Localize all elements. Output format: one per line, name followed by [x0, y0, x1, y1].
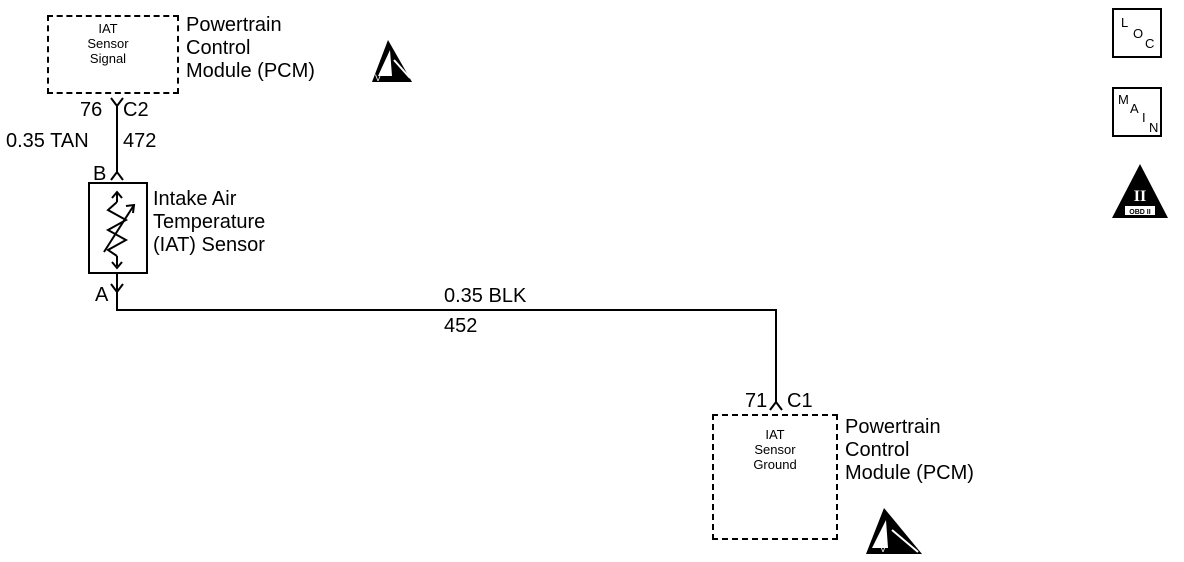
connector-c2-label: C2: [123, 99, 149, 121]
sensor-pin-b: B: [93, 163, 107, 185]
pcm-top-label-line-1: Powertrain: [186, 14, 282, 36]
main-letter-a: A: [1130, 101, 1139, 116]
iat-sensor-label: Intake Air Temperature (IAT) Sensor: [153, 188, 265, 257]
ground-wire: [116, 292, 777, 402]
thermistor-symbol: [103, 190, 136, 270]
ground-wire-gauge-color: 0.35 BLK: [444, 285, 527, 307]
svg-text:V: V: [880, 544, 886, 554]
pin-71-label: 71: [745, 390, 768, 412]
pcm-bottom-box-line-2: Sensor: [754, 441, 796, 457]
connector-c1-label: C1: [787, 390, 813, 412]
main-letter-n: N: [1149, 120, 1159, 135]
iat-sensor-box: [88, 182, 148, 274]
main-letter-i: I: [1142, 110, 1146, 125]
connector-76-symbol: [110, 97, 124, 108]
esd-icon-bottom: V: [866, 508, 922, 554]
esd-icon-top: V: [372, 40, 412, 83]
ground-wire-circuit: 452: [444, 315, 478, 337]
svg-text:II: II: [1134, 188, 1146, 205]
pcm-bottom-label-line-3: Module (PCM): [845, 462, 974, 484]
pcm-top-box-line-1: IAT: [98, 21, 118, 36]
svg-text:V: V: [375, 73, 381, 83]
pcm-top-box-text: IAT Sensor Signal: [78, 21, 138, 67]
pcm-bottom-box-text: IAT Sensor Ground: [745, 427, 805, 473]
main-letter-m: M: [1118, 92, 1129, 107]
loc-button[interactable]: L O C: [1112, 8, 1162, 58]
pcm-top-label-line-2: Control: [186, 37, 251, 59]
loc-letter-o: O: [1133, 26, 1144, 41]
svg-text:OBD II: OBD II: [1129, 209, 1150, 216]
connector-71-symbol: [769, 400, 783, 411]
loc-letter-l: L: [1121, 15, 1129, 30]
pcm-bottom-box-line-1: IAT: [765, 427, 785, 442]
pcm-top-box: [47, 15, 179, 94]
signal-wire-gauge-color: 0.35 TAN: [6, 130, 89, 152]
pcm-top-label-line-3: Module (PCM): [186, 60, 315, 82]
loc-letter-c: C: [1145, 36, 1155, 51]
signal-wire-circuit: 472: [123, 130, 157, 152]
pcm-bottom-label-line-1: Powertrain: [845, 416, 941, 438]
iat-sensor-label-line-2: Temperature: [153, 211, 266, 233]
pcm-bottom-box-line-3: Ground: [753, 456, 797, 472]
iat-sensor-label-line-3: (IAT) Sensor: [153, 234, 265, 256]
iat-sensor-label-line-1: Intake Air: [153, 188, 237, 210]
pcm-bottom-label-line-2: Control: [845, 439, 910, 461]
pcm-bottom-box: [712, 414, 838, 540]
pcm-bottom-label: Powertrain Control Module (PCM): [845, 416, 974, 485]
pcm-top-label: Powertrain Control Module (PCM): [186, 14, 315, 83]
pcm-top-box-line-2: Sensor: [87, 35, 129, 51]
pcm-top-box-line-3: Signal: [89, 50, 127, 66]
pin-76-label: 76: [80, 99, 103, 121]
main-button[interactable]: M A I N: [1112, 87, 1162, 137]
sensor-pin-a: A: [95, 284, 109, 306]
obd-ii-icon[interactable]: II OBD II: [1112, 164, 1168, 218]
connector-b-symbol: [110, 170, 124, 181]
